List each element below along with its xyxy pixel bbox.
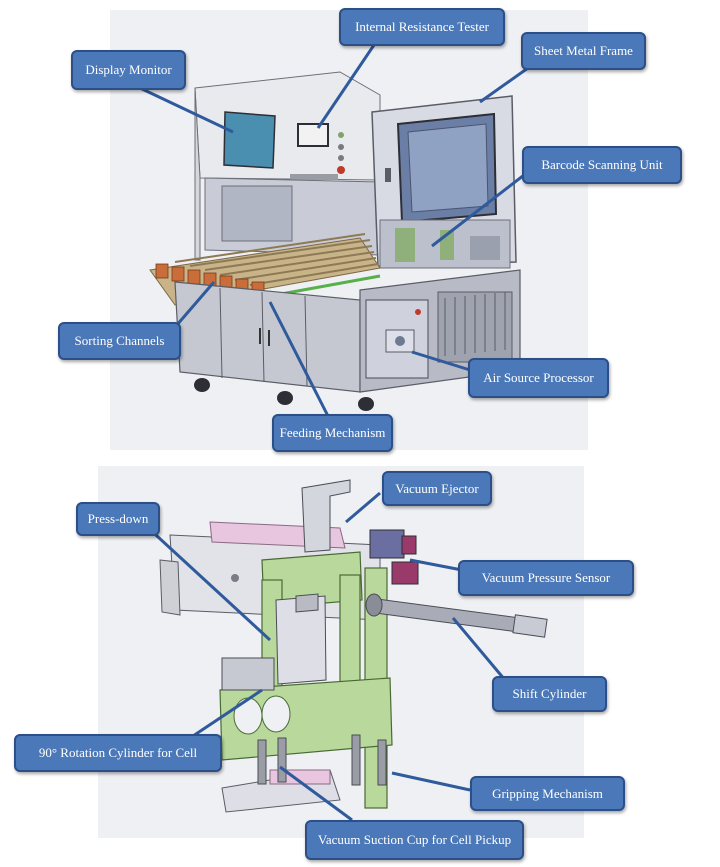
suction-rods [257,734,387,786]
leader-lines [139,44,529,822]
label-text: 90° Rotation Cylinder for Cell [38,745,198,760]
vacuum-ejector-bracket [301,479,351,553]
label-internal-resistance-tester: Internal Resistance Tester [339,8,505,46]
label-vacuum-suction-cup: Vacuum Suction Cup for Cell Pickup [305,820,524,860]
label-text: Barcode Scanning Unit [541,157,663,172]
label-text: Air Source Processor [483,370,594,385]
label-gripping-mechanism: Gripping Mechanism [470,776,625,811]
label-feeding-mechanism: Feeding Mechanism [272,414,393,452]
label-text: Gripping Mechanism [492,785,603,801]
label-text: Sorting Channels [74,333,165,348]
label-text: Shift Cylinder [512,686,587,701]
label-text: Vacuum Ejector [395,480,479,496]
label-text: Internal Resistance Tester [355,19,489,34]
label-press-down: Press-down [76,502,160,536]
label-text: Press-down [87,511,149,526]
shift-cylinder-body [365,593,548,638]
label-display-monitor: Display Monitor [71,50,186,90]
display-monitor-screen [223,111,276,169]
sorting-machine [149,71,521,411]
label-vacuum-pressure-sensor: Vacuum Pressure Sensor [458,560,634,596]
label-text: Feeding Mechanism [279,425,386,440]
resistance-tester-display [297,123,329,147]
label-sorting-channels: Sorting Channels [58,322,181,360]
label-vacuum-ejector: Vacuum Ejector [382,471,492,506]
pickup-assembly [159,479,548,813]
label-text: Vacuum Pressure Sensor [481,570,611,585]
rotation-cylinder [221,657,275,691]
ventilation-grille [437,291,513,363]
label-text: Vacuum Suction Cup for Cell Pickup [317,832,512,847]
label-air-source-processor: Air Source Processor [468,358,609,398]
sorting-channel-rails [174,233,379,286]
label-sheet-metal-frame: Sheet Metal Frame [521,32,646,70]
label-text: Display Monitor [85,62,172,77]
label-text: Sheet Metal Frame [534,43,633,58]
label-rotation-cylinder: 90° Rotation Cylinder for Cell [14,734,222,772]
label-barcode-scanning-unit: Barcode Scanning Unit [522,146,682,184]
label-shift-cylinder: Shift Cylinder [492,676,607,712]
